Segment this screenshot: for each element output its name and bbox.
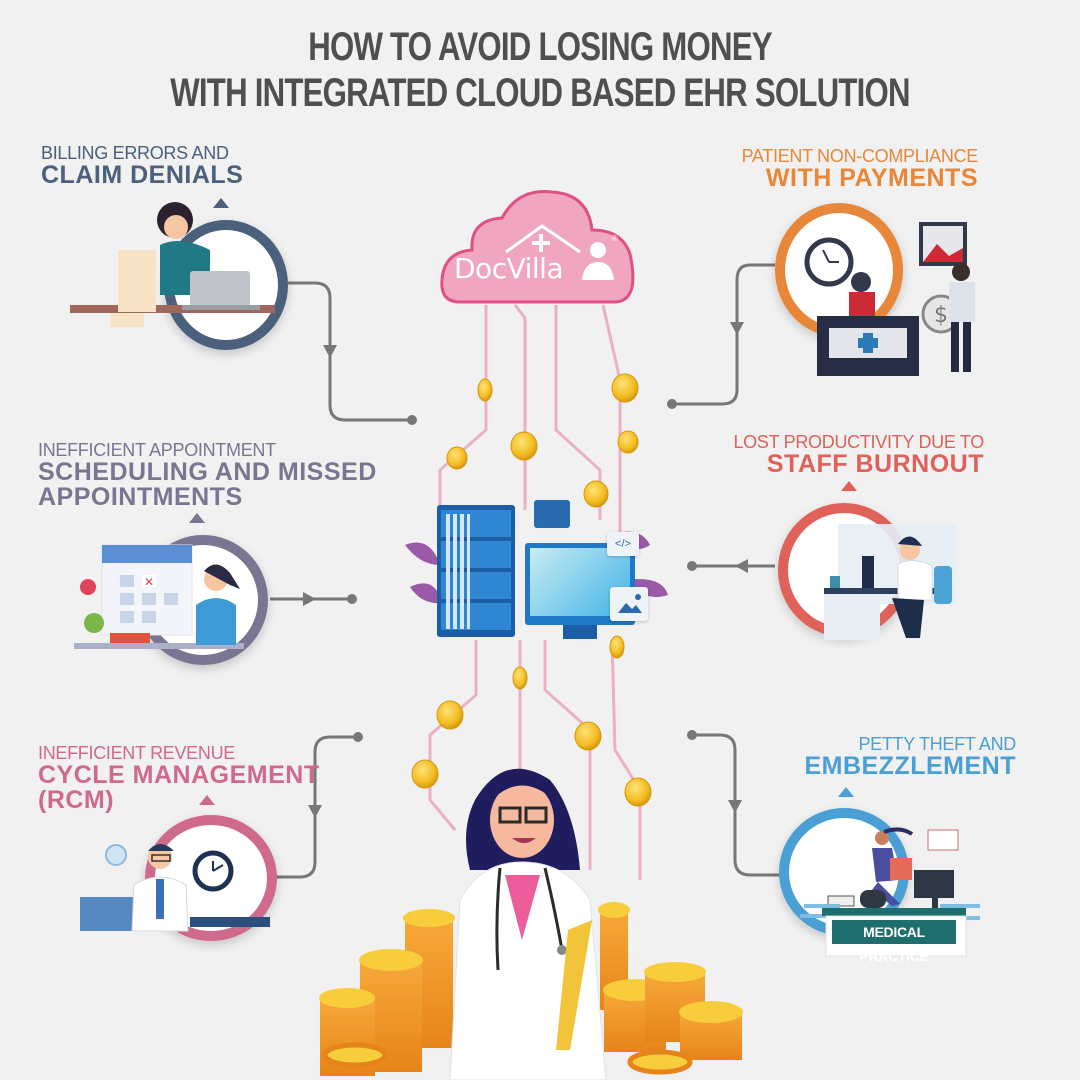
scheduling-bold-1: SCHEDULING AND MISSED <box>38 458 377 486</box>
section-payments-heading: PATIENT NON-COMPLIANCE WITH PAYMENTS <box>720 146 979 192</box>
code-icon: </> <box>607 532 639 556</box>
rcm-thin: INEFFICIENT REVENUE <box>38 743 235 763</box>
burnout-bold: STAFF BURNOUT <box>766 450 984 478</box>
section-rcm-heading: INEFFICIENT REVENUE CYCLE MANAGEMENT (RC… <box>38 743 320 813</box>
theft-thin: PETTY THEFT AND <box>858 734 1016 754</box>
rcm-pointer-icon <box>199 795 215 805</box>
doctor-with-clock-icon <box>78 835 278 935</box>
doctor-at-desk-icon <box>822 520 972 645</box>
medical-practice-sign: MEDICAL PRACTICE <box>832 920 956 964</box>
payments-thin: PATIENT NON-COMPLIANCE <box>741 146 979 166</box>
scheduling-pointer-icon <box>189 513 205 523</box>
server-rack-icon <box>437 505 515 637</box>
scheduling-bold-2: APPOINTMENTS <box>38 483 243 511</box>
coin-stacks-icon <box>319 902 743 1076</box>
reception-desk-payment-icon: $ <box>795 220 985 380</box>
section-scheduling-heading: INEFFICIENT APPOINTMENT SCHEDULING AND M… <box>38 440 377 510</box>
billing-pointer-icon <box>213 198 229 208</box>
folder-icon <box>534 500 570 528</box>
stressed-man-with-bills-icon <box>70 195 280 335</box>
section-theft-heading: PETTY THEFT AND EMBEZZLEMENT <box>770 734 1016 779</box>
svg-text:$: $ <box>934 303 948 328</box>
doctor-with-coin-stacks <box>319 768 743 1080</box>
section-burnout-heading: LOST PRODUCTIVITY DUE TO STAFF BURNOUT <box>690 432 984 477</box>
cloud-icon <box>440 190 635 304</box>
billing-thin: BILLING ERRORS AND <box>41 143 229 163</box>
theft-bold: EMBEZZLEMENT <box>804 752 1016 780</box>
billing-bold: CLAIM DENIALS <box>41 161 244 189</box>
nurse-running-with-bag-icon: MEDICAL PRACTICE <box>800 820 980 964</box>
female-doctor-icon <box>449 768 607 1080</box>
registered-mark: ® <box>612 234 618 243</box>
burnout-thin: LOST PRODUCTIVITY DUE TO <box>733 432 984 452</box>
payments-bold: WITH PAYMENTS <box>765 164 978 192</box>
title-line-2: WITH INTEGRATED CLOUD BASED EHR SOLUTION <box>170 71 910 115</box>
theft-pointer-icon <box>838 787 854 797</box>
burnout-pointer-icon <box>841 481 857 491</box>
rcm-bold-1: CYCLE MANAGEMENT <box>38 761 320 789</box>
calendar-scheduling-icon: ✕ <box>70 535 260 655</box>
title-line-1: HOW TO AVOID LOSING MONEY <box>308 25 772 69</box>
image-icon <box>610 587 648 621</box>
rcm-bold-2: (RCM) <box>38 786 115 814</box>
brand-name: DocVilla <box>454 252 564 285</box>
monitor-icon <box>525 543 635 625</box>
monitor-stand <box>563 625 597 639</box>
scheduling-thin: INEFFICIENT APPOINTMENT <box>38 440 276 460</box>
svg-text:✕: ✕ <box>144 575 154 589</box>
section-billing-heading: BILLING ERRORS AND CLAIM DENIALS <box>41 143 243 188</box>
page-title: HOW TO AVOID LOSING MONEY WITH INTEGRATE… <box>119 24 961 116</box>
ehr-infrastructure: </> <box>400 500 670 645</box>
docvilla-cloud-logo: DocVilla ® <box>440 182 640 304</box>
